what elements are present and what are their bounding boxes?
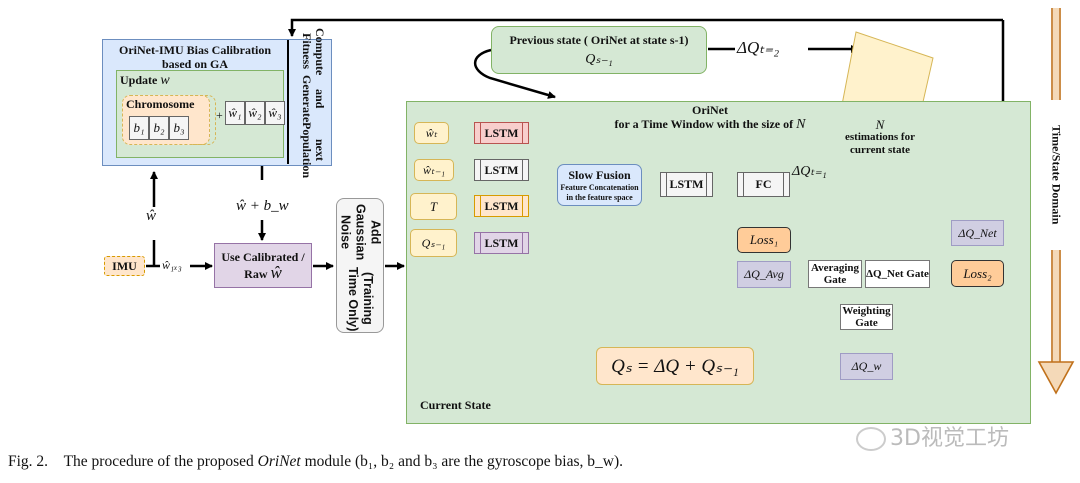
- slow-fusion-box: Slow Fusion Feature Concatenation in the…: [557, 164, 642, 206]
- feedback-top-arrow: [288, 18, 1003, 37]
- figure-caption: Fig. 2. The procedure of the proposed Or…: [8, 453, 623, 470]
- bias-cell: b₃: [169, 116, 189, 140]
- chromosome-label: Chromosome: [126, 97, 195, 111]
- loss1-box: Loss₁: [737, 227, 791, 253]
- time-domain-label: Time/State Domain: [1049, 125, 1064, 225]
- delta-q-t2-label: ΔQₜ₌₂: [737, 38, 780, 57]
- watermark: 3D视觉工坊: [856, 420, 1009, 452]
- lstm-red: LSTM: [474, 122, 529, 144]
- omega-cells: ŵ₁ ŵ₂ ŵ₃: [225, 101, 285, 125]
- input-q-s-minus-1: Qₛ₋₁: [410, 229, 457, 257]
- delta-q-net-box: ΔQ_Net: [951, 220, 1004, 246]
- chromosome-cells: b₁ b₂ b₃: [129, 116, 189, 140]
- weighting-gate: Weighting Gate: [840, 304, 893, 330]
- previous-state-symbol: Qₛ₋₁: [585, 51, 613, 67]
- previous-state-title: Previous state ( OriNet at state s-1): [509, 32, 689, 47]
- current-state-label: Current State: [420, 398, 491, 412]
- loss2-box: Loss₂: [951, 260, 1004, 287]
- bias-cell: b₁: [129, 116, 149, 140]
- fitness-label: Compute Fitness and Generate next Popula…: [300, 27, 327, 179]
- bias-cell: b₂: [149, 116, 169, 140]
- lstm-orange: LSTM: [474, 195, 529, 217]
- wechat-icon: [856, 427, 886, 451]
- divider: [287, 40, 289, 164]
- input-omega-t-minus-1: ŵₜ₋₁: [414, 159, 454, 181]
- time-domain-arrow: [1037, 8, 1075, 395]
- previous-state-box: Previous state ( OriNet at state s-1) Qₛ…: [491, 26, 707, 74]
- calibration-title: OriNet-IMU Bias Calibration: [119, 43, 271, 57]
- imu-box: IMU: [104, 256, 145, 276]
- averaging-gate: Averaging Gate: [808, 260, 862, 288]
- omega-plus-bias-label: ŵ + b_w: [236, 198, 289, 214]
- delta-q-t1-label: ΔQₜ₌₁: [792, 164, 827, 179]
- calibration-subtitle: based on GA: [161, 57, 229, 71]
- lstm-purple: LSTM: [474, 232, 529, 254]
- lstm-second: LSTM: [660, 172, 713, 197]
- omega-cell: ŵ₁: [225, 101, 245, 125]
- delta-q-w-box: ΔQ_w: [840, 353, 893, 380]
- estimations-label: N estimations for current state: [845, 117, 915, 156]
- chromosome-block: Chromosome b₁ b₂ b₃: [122, 95, 210, 145]
- input-t: T: [410, 193, 457, 220]
- orinet-title: OriNet for a Time Window with the size o…: [614, 103, 806, 132]
- delta-q-net-gate: ΔQ_Net Gate: [865, 260, 930, 288]
- chromosome-dashed-edge: [190, 95, 216, 145]
- lstm-grey: LSTM: [474, 159, 529, 181]
- state-equation-box: Qₛ = ΔQ + Qₛ₋₁: [596, 347, 754, 385]
- imu-output-label: ŵ₁ₓ₃: [162, 258, 182, 272]
- gaussian-noise-box: Add Gaussian Noise (Training Time Only): [336, 198, 384, 333]
- update-label: Update: [120, 73, 161, 87]
- fc-layer: FC: [737, 172, 790, 197]
- prev-state-curve: [473, 48, 556, 99]
- delta-q-avg-box: ΔQ_Avg: [737, 261, 791, 288]
- input-omega-t: ŵₜ: [414, 122, 449, 144]
- omega-hat-label: ŵ: [146, 208, 157, 224]
- omega-cell: ŵ₃: [265, 101, 285, 125]
- omega-cell: ŵ₂: [245, 101, 265, 125]
- plus-sign: +: [216, 108, 223, 122]
- use-calibrated-box: Use Calibrated / Raw ŵ: [214, 243, 312, 288]
